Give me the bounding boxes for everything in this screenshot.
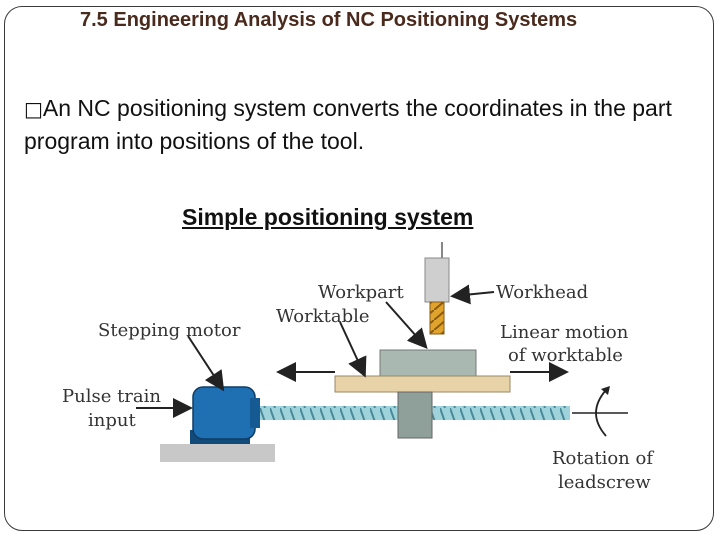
motor-base [160,444,275,462]
workhead-icon [424,242,450,335]
label-leadscrew: leadscrew [558,472,651,493]
slide-frame [4,6,714,531]
workpart [379,349,477,379]
label-of-worktable: of worktable [508,345,623,366]
slide-title: 7.5 Engineering Analysis of NC Positioni… [80,9,578,31]
label-rotation-of: Rotation of [552,448,654,469]
label-pulse-train: Pulse train [62,386,161,407]
bullet-point: □An NC positioning system converts the c… [24,92,704,157]
label-stepping-motor: Stepping motor [98,320,241,341]
workpart-arrow [385,301,428,349]
positioning-system-diagram: Workpart Worktable Workhead Stepping mot… [62,242,654,493]
bullet-icon: □ [24,97,43,121]
bullet-text: An NC positioning system converts the co… [24,95,672,154]
label-input: input [88,410,136,431]
label-workhead: Workhead [496,282,588,303]
motor-arrow [187,335,225,392]
label-workpart: Workpart [318,282,404,303]
label-worktable: Worktable [276,306,370,327]
rotation-icon [572,386,628,437]
nut-block [397,391,433,439]
worktable-arrow [339,321,367,378]
label-linear-motion: Linear motion [500,322,629,343]
stepping-motor-icon [190,386,260,444]
diagram-subtitle: Simple positioning system [182,204,474,230]
worktable [334,375,511,393]
workhead-arrow [450,284,495,305]
